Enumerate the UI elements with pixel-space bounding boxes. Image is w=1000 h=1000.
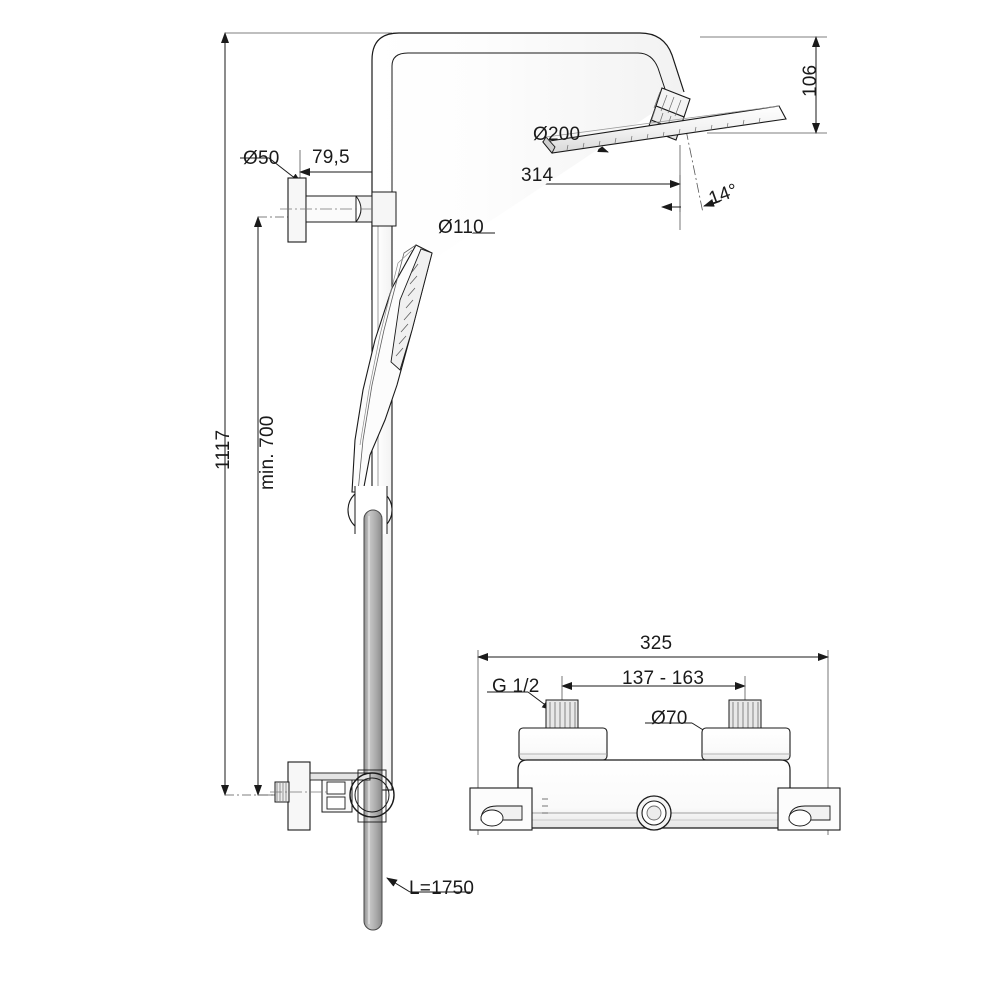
leader-hose-length <box>386 877 470 893</box>
lower-valve-elevation <box>270 761 395 831</box>
thermostatic-mixer-body <box>517 759 791 831</box>
shower-arm-inner <box>391 52 669 300</box>
dim-label-inlet-spacing: 137 - 163 <box>622 668 705 689</box>
inlet-right <box>701 699 791 761</box>
wall-bracket <box>280 177 397 243</box>
dim-label-wall-bracket-dia: Ø50 <box>243 148 280 169</box>
dim-head-angle <box>661 129 723 214</box>
mixer-handle-right <box>777 787 841 831</box>
dim-label-head-reach: 314 <box>521 165 554 186</box>
hand-shower <box>351 244 433 493</box>
dim-label-hand-shower-dia: Ø110 <box>438 217 484 238</box>
head-nozzles <box>566 117 761 151</box>
dim-label-hose-length: L=1750 <box>409 878 475 899</box>
inlet-left <box>518 699 608 761</box>
hose <box>363 509 383 931</box>
hand-shower-spray-face <box>395 263 419 357</box>
shower-arm-outer <box>371 32 685 300</box>
mixer-handle-left <box>469 787 533 831</box>
dim-label-inlet-cover-dia: Ø70 <box>651 708 688 729</box>
dim-label-head-drop: 106 <box>800 64 821 97</box>
head-shower-plate <box>541 105 787 154</box>
dim-label-thread-size: G 1/2 <box>492 676 540 697</box>
dim-label-head-dia: Ø200 <box>533 124 581 145</box>
dim-label-total-height: 1117 <box>213 429 234 470</box>
dim-label-bracket-offset: 79,5 <box>312 147 350 168</box>
dim-label-min-height: min. 700 <box>257 415 278 490</box>
dim-label-mixer-width: 325 <box>640 633 673 654</box>
